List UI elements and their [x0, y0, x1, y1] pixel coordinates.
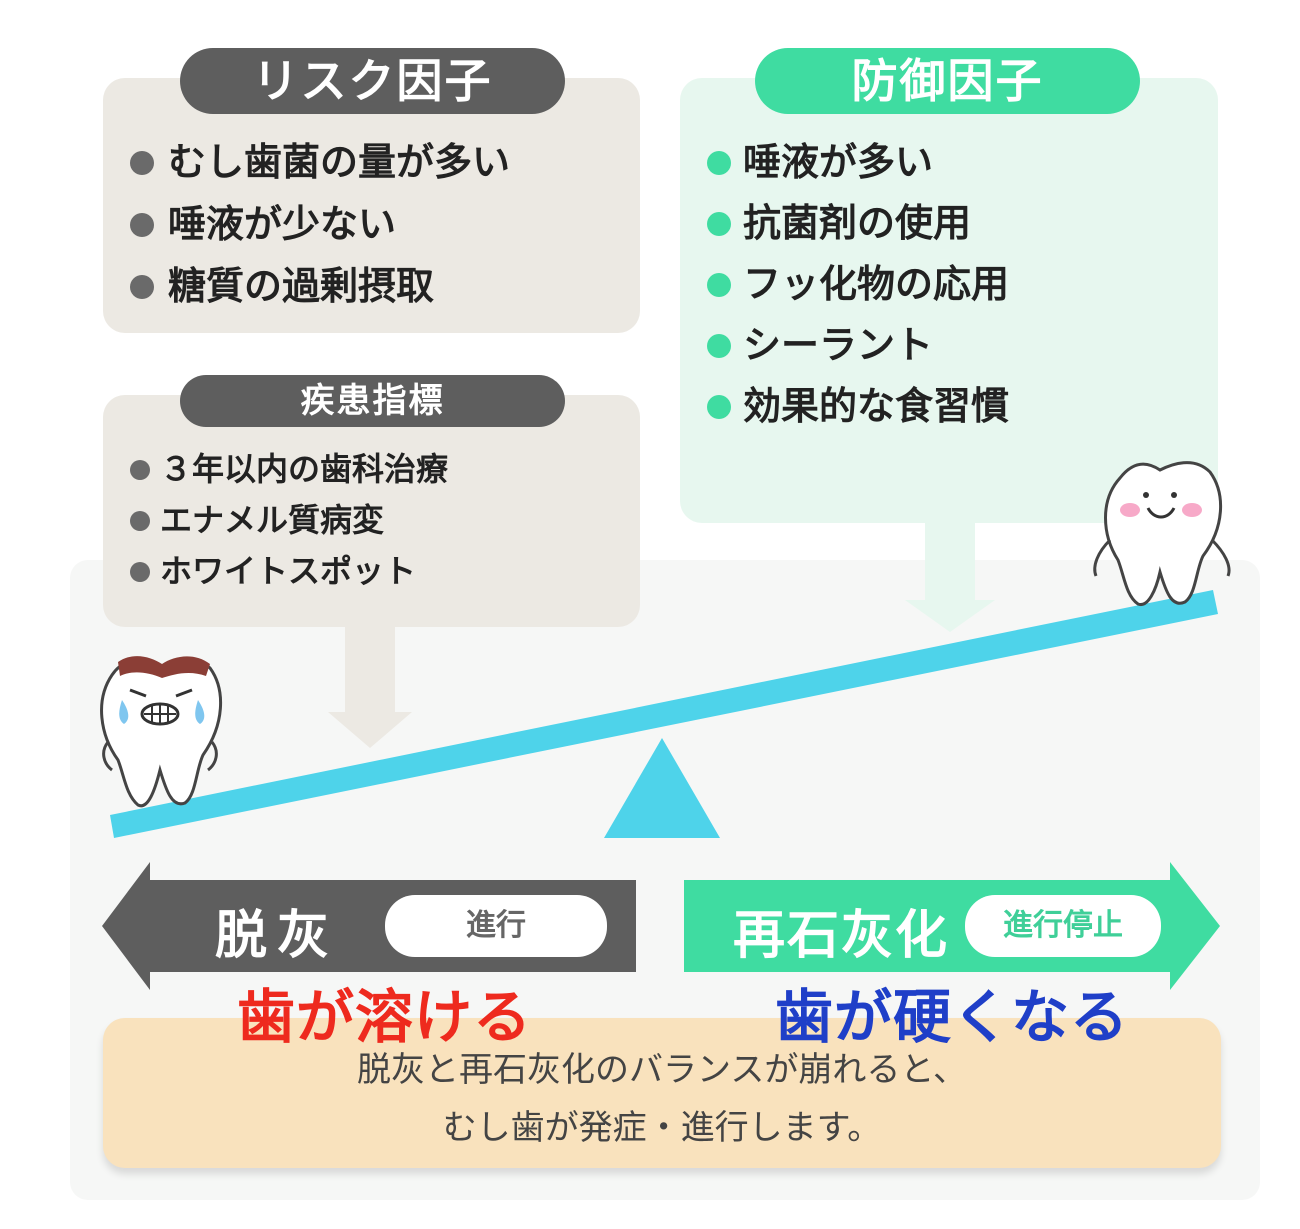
remineralization-arrow: [684, 862, 1220, 990]
summary-note-line-2: むし歯が発症・進行します。: [442, 1108, 882, 1148]
indicator-item: エナメル質病変: [130, 497, 448, 548]
summary-note-box: [103, 1018, 1221, 1168]
indicator-item: ３年以内の歯科治療: [130, 446, 448, 497]
defense-item: フッ化物の応用: [707, 258, 1009, 319]
bullet-icon: [707, 151, 731, 175]
demineralization-result: 歯が溶ける: [237, 983, 533, 1051]
risk-factors-list: むし歯菌の量が多い 唾液が少ない 糖質の過剰摂取: [130, 136, 510, 322]
bullet-icon: [130, 213, 154, 237]
risk-item: むし歯菌の量が多い: [130, 136, 510, 198]
bullet-icon: [130, 151, 154, 175]
demineralization-label: 脱灰: [215, 906, 340, 966]
demineralization-arrow: [102, 862, 636, 990]
disease-indicators-box: [103, 395, 640, 627]
risk-factors-title: リスク因子: [180, 48, 565, 114]
risk-item: 唾液が少ない: [130, 198, 510, 260]
disease-indicators-list: ３年以内の歯科治療 エナメル質病変 ホワイトスポット: [130, 446, 448, 599]
bullet-icon: [707, 395, 731, 419]
indicator-item: ホワイトスポット: [130, 548, 448, 599]
bullet-icon: [707, 212, 731, 236]
defense-factors-box: [680, 78, 1218, 523]
defense-factors-list: 唾液が多い 抗菌剤の使用 フッ化物の応用 シーラント 効果的な食習慣: [707, 136, 1009, 441]
demineralization-status: 進行: [385, 895, 607, 957]
risk-item: 糖質の過剰摂取: [130, 260, 510, 322]
risk-down-arrow: [328, 627, 412, 748]
defense-item: シーラント: [707, 319, 1009, 380]
decayed-tooth-icon: [100, 656, 222, 808]
remineralization-label: 再石灰化: [733, 906, 950, 966]
remineralization-status: 進行停止: [965, 895, 1161, 957]
remineralization-result: 歯が硬くなる: [775, 983, 1130, 1051]
bullet-icon: [130, 275, 154, 299]
healthy-tooth-icon: [1093, 461, 1231, 606]
bullet-icon: [130, 460, 150, 480]
bullet-icon: [130, 562, 150, 582]
risk-factors-box: [103, 78, 640, 333]
defense-down-arrow: [905, 523, 995, 632]
defense-item: 抗菌剤の使用: [707, 197, 1009, 258]
bullet-icon: [707, 273, 731, 297]
bullet-icon: [707, 334, 731, 358]
defense-item: 効果的な食習慣: [707, 380, 1009, 441]
seesaw-beam: [110, 590, 1218, 838]
bullet-icon: [130, 511, 150, 531]
defense-item: 唾液が多い: [707, 136, 1009, 197]
defense-factors-title: 防御因子: [755, 48, 1140, 114]
summary-note-line-1: 脱灰と再石灰化のバランスが崩れると、: [357, 1050, 967, 1090]
seesaw-fulcrum: [604, 738, 720, 838]
disease-indicators-title: 疾患指標: [180, 375, 565, 427]
